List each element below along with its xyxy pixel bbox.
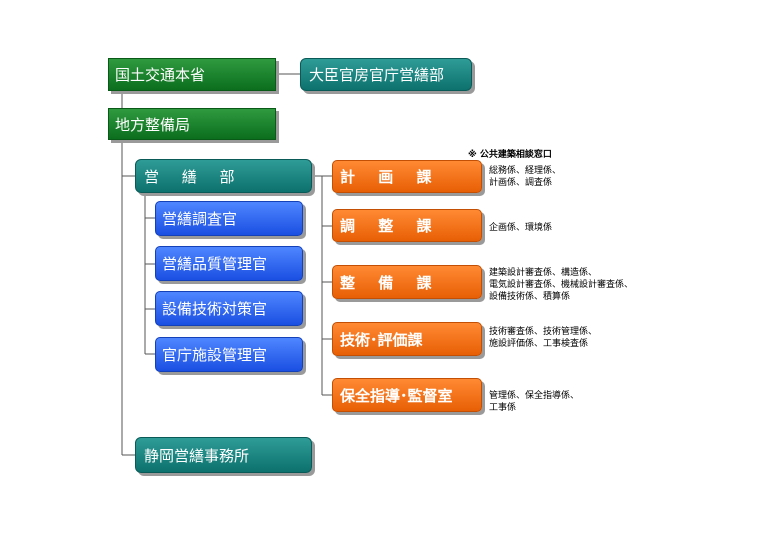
ministry-box: 国土交通本省 [108,58,276,91]
seibi-note: 建築設計審査係、構造係、 電気設計審査係、機械設計審査係、 設備技術係、積算係 [489,267,633,303]
gijutsu-note-line: 施設評価係、工事検査係 [489,339,589,349]
keikaku-note-line: 計画係、調査係 [489,178,553,188]
seibi-note-line: 電気設計審査係、機械設計審査係、 [489,280,634,290]
keikaku-ka-box: 計 画 課 [332,160,482,193]
keikaku-note-line: 総務係、経理係、 [489,166,562,176]
keikaku-note: 総務係、経理係、 計画係、調査係 [489,165,561,189]
kancho-shisetsu-box: 官庁施設管理官 [155,337,303,372]
hozen-shido-box: 保全指導･監督室 [332,378,482,412]
hozen-note: 管理係、保全指導係、 工事係 [489,390,579,414]
gijutsu-note-line: 技術審査係、技術管理係、 [489,327,598,337]
kancho-shisetsu-label: 官庁施設管理官 [162,346,268,364]
setsubi-gijutsu-box: 設備技術対策官 [155,291,303,326]
eizen-hinshitsu-label: 営繕品質管理官 [162,255,268,273]
gijutsu-hyoka-ka-box: 技術･評価課 [332,322,482,356]
consultation-note: ※ 公共建築相談窓口 [468,150,552,160]
regional-bureau-label: 地方整備局 [115,115,191,134]
eizen-bu-box: 営 繕 部 [135,159,312,193]
eizen-chosakan-label: 営繕調査官 [162,210,238,228]
keikaku-ka-label: 計 画 課 [340,168,441,186]
hozen-note-line: 工事係 [489,403,517,413]
shizuoka-office-label: 静岡営繕事務所 [144,446,250,465]
eizen-hinshitsu-box: 営繕品質管理官 [155,246,303,281]
minister-secretariat-box: 大臣官房官庁営繕部 [300,58,472,91]
regional-bureau-box: 地方整備局 [108,108,276,140]
chosei-ka-box: 調 整 課 [332,209,482,242]
hozen-note-line: 管理係、保全指導係、 [489,391,580,401]
chosei-ka-label: 調 整 課 [340,217,441,235]
hozen-shido-label: 保全指導･監督室 [340,386,453,405]
chosei-note: 企画係、環境係 [489,222,552,234]
shizuoka-office-box: 静岡営繕事務所 [135,437,312,473]
eizen-bu-label: 営 繕 部 [144,167,244,186]
setsubi-gijutsu-label: 設備技術対策官 [162,300,268,318]
seibi-ka-label: 整 備 課 [340,273,441,292]
gijutsu-note: 技術審査係、技術管理係、 施設評価係、工事検査係 [489,326,597,350]
ministry-label: 国土交通本省 [115,66,206,84]
chosei-note-line: 企画係、環境係 [489,223,553,233]
gijutsu-hyoka-ka-label: 技術･評価課 [340,330,423,349]
seibi-note-line: 建築設計審査係、構造係、 [489,268,598,278]
seibi-note-line: 設備技術係、積算係 [489,292,571,302]
seibi-ka-box: 整 備 課 [332,265,482,299]
eizen-chosakan-box: 営繕調査官 [155,201,303,236]
minister-secretariat-label: 大臣官房官庁営繕部 [309,66,445,84]
